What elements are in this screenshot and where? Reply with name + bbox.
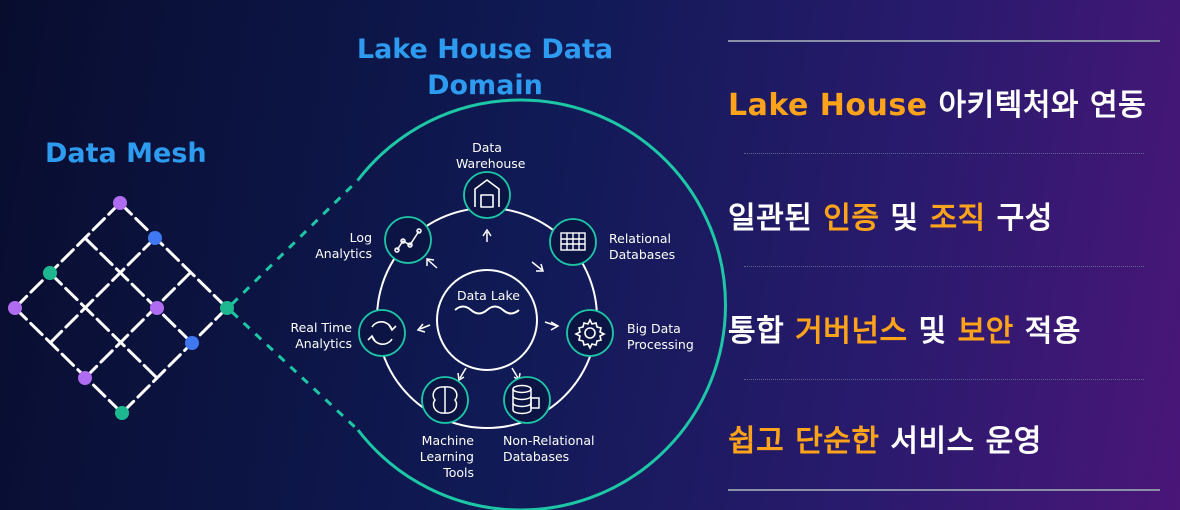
feature-text: 및 [879,201,930,236]
gear-icon [574,318,606,350]
feature-text: 서비스 운영 [879,424,1042,459]
data-lake-label: Data Lake [457,288,520,303]
feature-row-4: 쉽고 단순한 서비스 운영 [728,416,1160,460]
warehouse-icon [474,179,500,208]
machine-learning-tools-label: Machine Learning Tools [419,433,474,480]
feature-highlight-text: 쉽고 단순한 [728,424,880,459]
mesh-node [220,301,234,315]
big-data-processing-label: Big Data Processing [627,321,694,352]
log-analytics-label: Log Analytics [315,230,372,261]
feature-text: 및 [907,314,958,349]
mesh-node [115,406,129,420]
lake-house-domain-title: Lake House Data Domain [356,34,614,101]
mesh-node [43,266,57,280]
data-lake-wave [454,305,520,315]
mesh-node [185,336,199,350]
data-mesh-graphic [13,201,229,415]
nonrelational-node-circle [503,376,551,424]
mesh-node [148,231,162,245]
database-icon [512,384,540,415]
mesh-node [8,301,22,315]
feature-highlight-text: Lake House [728,88,928,123]
feature-text: 통합 [728,314,796,349]
data-mesh-title: Data Mesh [45,138,207,169]
bigdata-node-circle [566,309,614,357]
domain-outer-ring [356,98,727,510]
feature-highlight-text: 보안 [957,314,1014,349]
refresh-icon [367,321,397,345]
feature-row-2: 일관된 인증 및 조직 구성 [728,193,1160,237]
feature-text: 구성 [985,201,1053,236]
feature-text: 일관된 [728,201,824,236]
flow-arrows [416,228,560,382]
brain-icon [432,386,458,414]
feature-row-3: 통합 거버넌스 및 보안 적용 [728,306,1160,350]
feature-highlight-text: 인증 [823,201,880,236]
log-node-circle [384,216,432,264]
real-time-analytics-label: Real Time Analytics [290,320,352,351]
feature-row-1: Lake House 아키텍처와 연동 [728,80,1160,124]
feature-highlight-text: 거버넌스 [795,314,908,349]
mesh-nodes [8,196,234,420]
divider-top [728,40,1160,42]
mesh-node [78,371,92,385]
feature-text: 적용 [1013,314,1081,349]
divider-dotted [744,379,1144,380]
realtime-node-circle [358,309,406,357]
feature-text: 아키텍처와 연동 [927,88,1147,123]
non-relational-databases-label: Non-Relational Databases [503,433,595,464]
relational-databases-label: Relational Databases [609,231,676,262]
feature-highlight-text: 조직 [929,201,986,236]
data-warehouse-label: Data Warehouse [456,140,526,171]
table-grid-icon [560,232,586,251]
divider-dotted [744,153,1144,154]
line-graph-icon [394,228,422,253]
mesh-connectors [230,178,360,432]
feature-panel: Lake House 아키텍처와 연동 일관된 인증 및 조직 구성 통합 거버… [728,0,1160,510]
data-lake-circle [436,269,538,371]
mesh-node [113,196,127,210]
divider-bottom [728,489,1160,491]
divider-dotted [744,266,1144,267]
mesh-node [150,301,164,315]
